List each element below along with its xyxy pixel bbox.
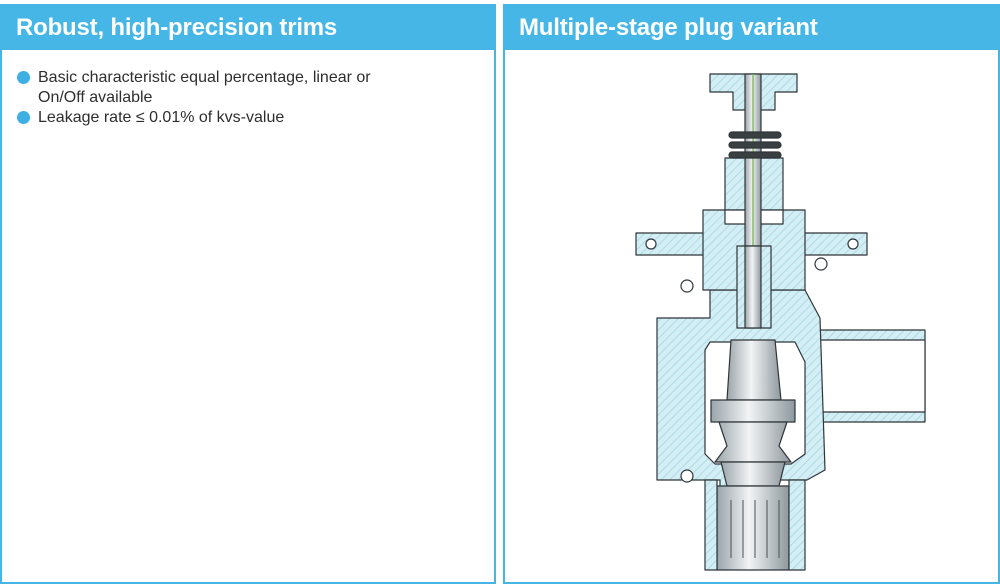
- list-item: Leakage rate ≤ 0.01% of kvs-value: [16, 108, 418, 128]
- feature-list: Basic characteristic equal percentage, l…: [2, 50, 494, 128]
- list-item: Basic characteristic equal percentage, l…: [16, 68, 418, 108]
- bullet-dot-icon: [17, 111, 30, 124]
- list-item-text: Basic characteristic equal percentage, l…: [38, 69, 371, 106]
- bullet-dot-icon: [17, 71, 30, 84]
- left-panel-title: Robust, high-precision trims: [2, 6, 494, 50]
- left-panel: Robust, high-precision trims Basic chara…: [0, 4, 496, 584]
- valve-cross-section-drawing: [635, 73, 926, 571]
- right-panel-title: Multiple-stage plug variant: [505, 6, 998, 50]
- right-panel: Multiple-stage plug variant: [503, 4, 1000, 584]
- list-item-text: Leakage rate ≤ 0.01% of kvs-value: [38, 109, 285, 126]
